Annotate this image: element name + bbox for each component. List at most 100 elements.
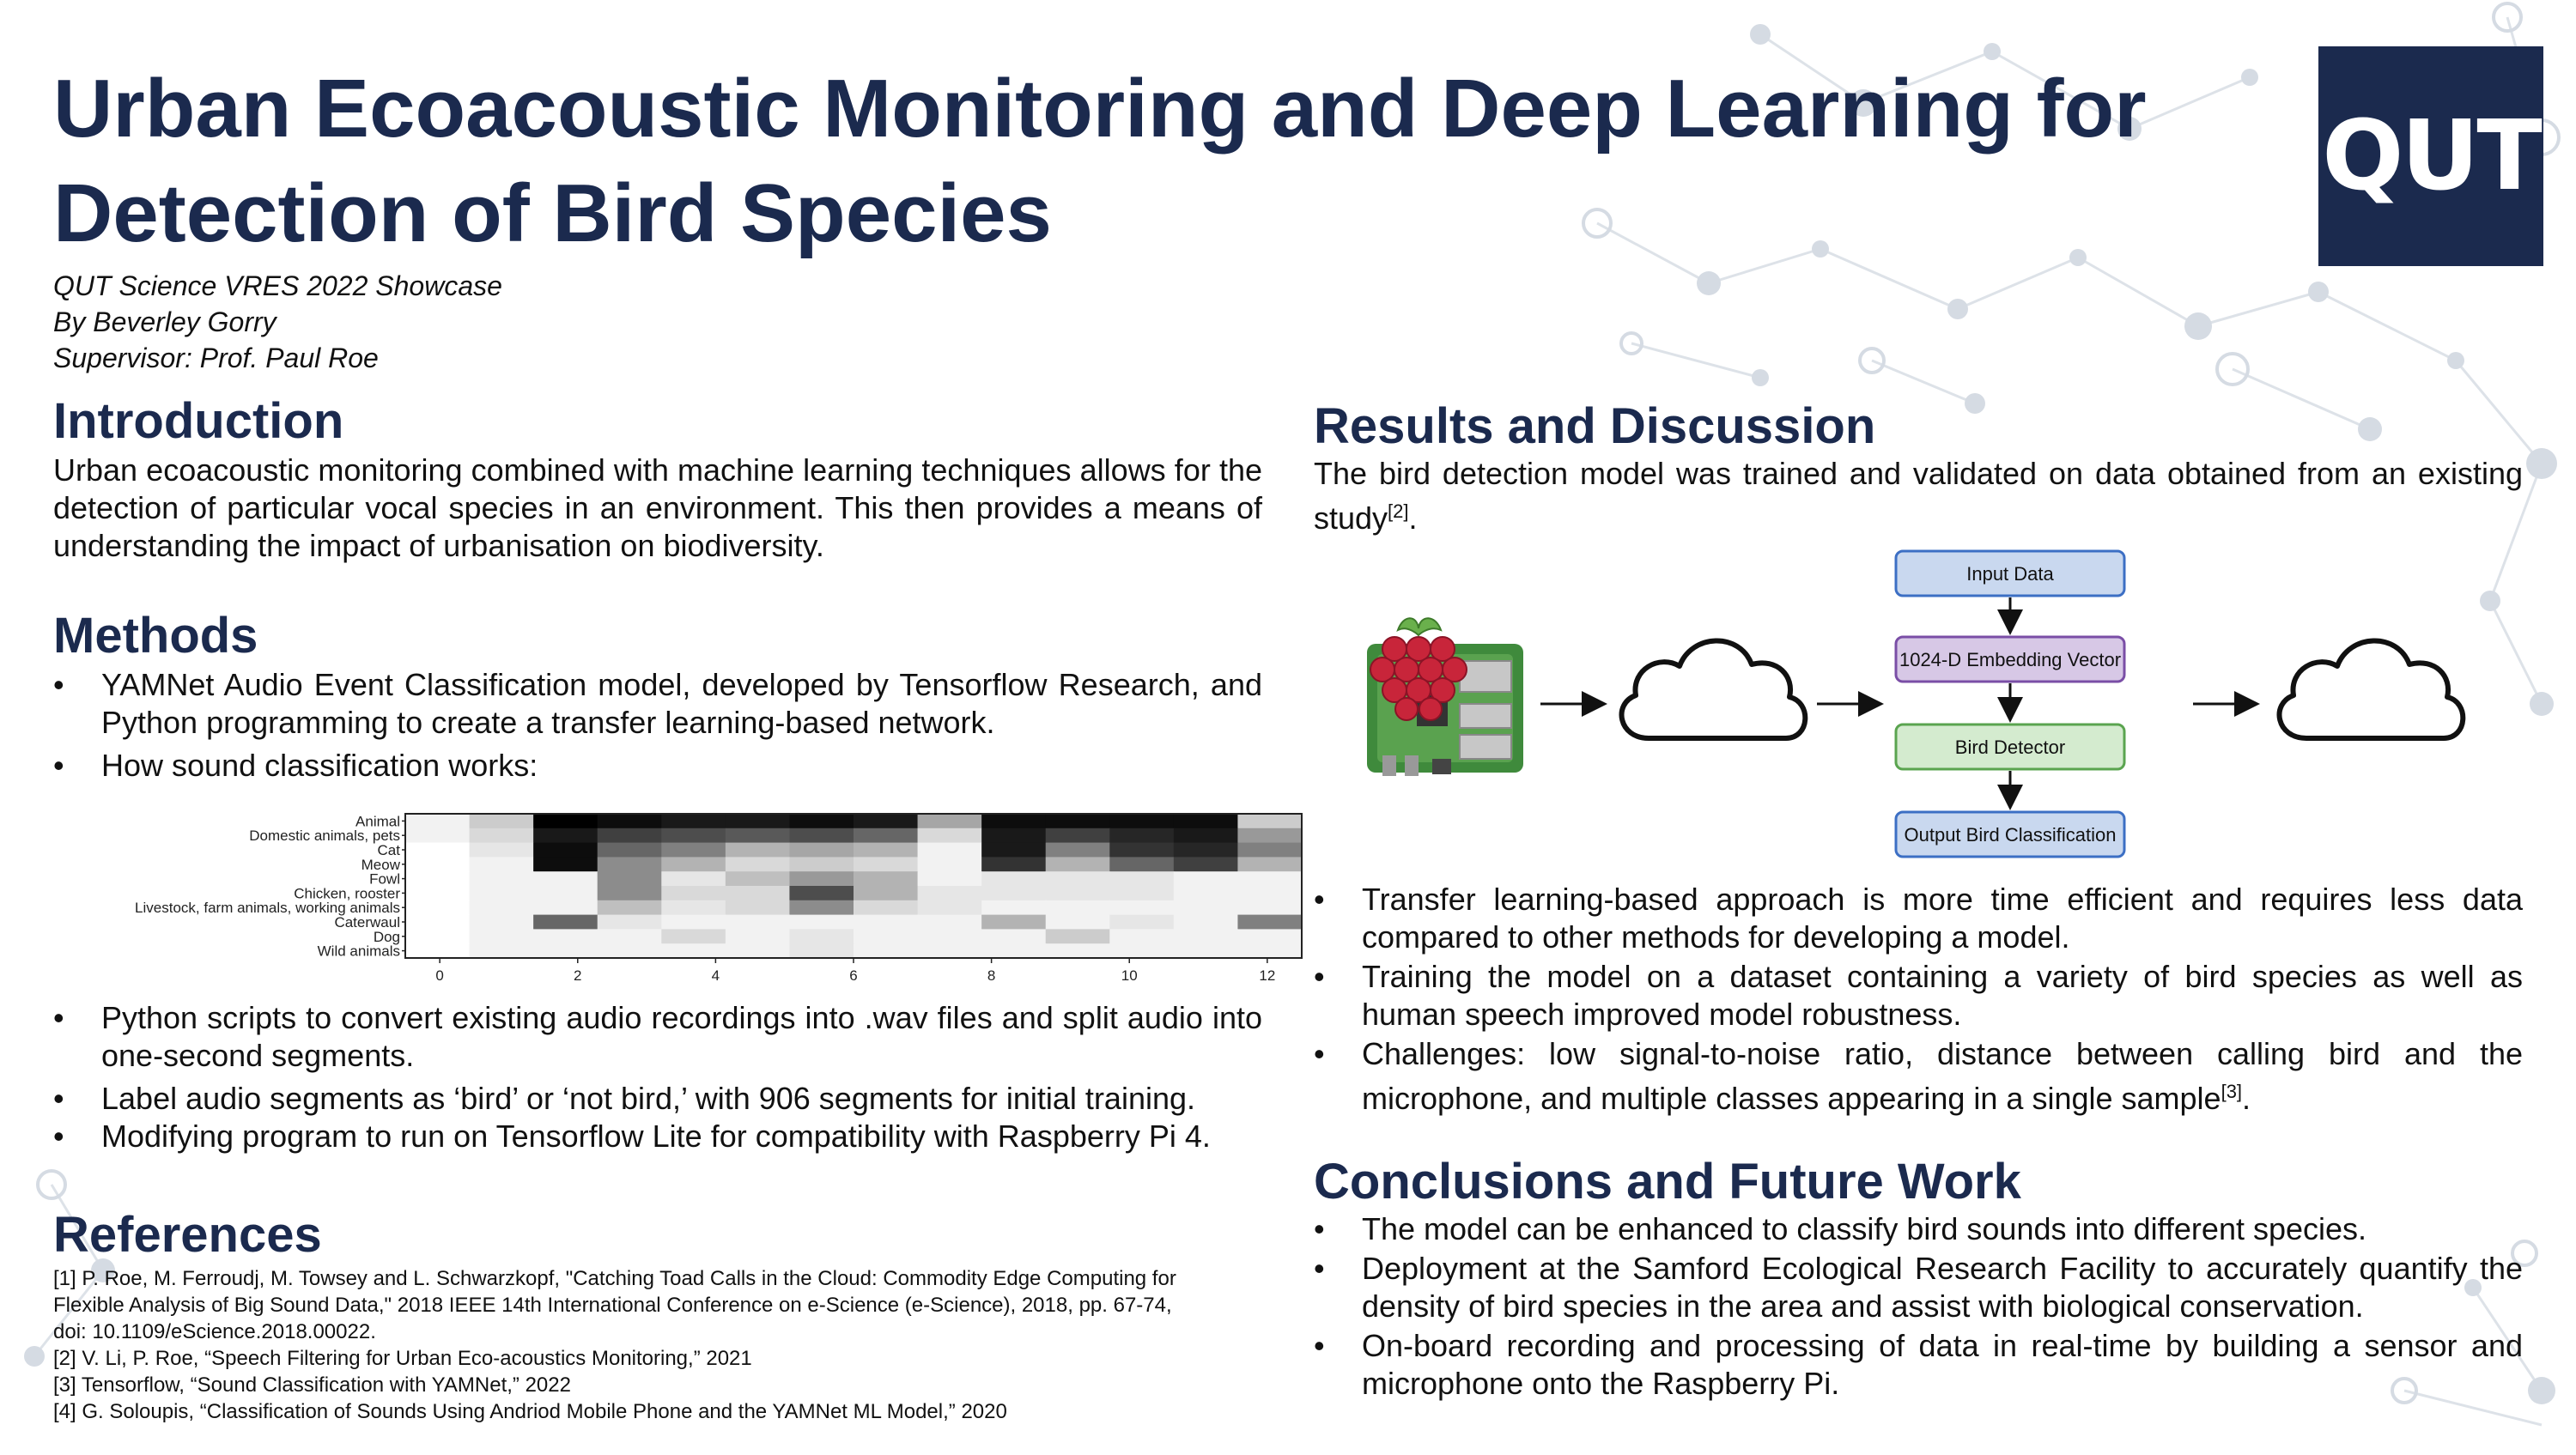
heatmap-cell bbox=[405, 828, 471, 844]
heatmap-cell bbox=[854, 871, 919, 887]
heatmap-cell bbox=[854, 828, 919, 844]
heatmap-cell bbox=[1173, 900, 1238, 916]
logo-text: QUT bbox=[2322, 100, 2543, 212]
heatmap-cell bbox=[405, 871, 471, 887]
heatmap-cell bbox=[981, 886, 1047, 901]
heatmap-cell bbox=[469, 929, 534, 944]
heatmap-cell bbox=[1109, 814, 1175, 829]
heatmap-cell bbox=[405, 814, 471, 829]
heatmap-cell bbox=[597, 871, 662, 887]
heatmap-cell bbox=[725, 842, 790, 858]
bullet-text: The model can be enhanced to classify bi… bbox=[1362, 1211, 2367, 1246]
heatmap-cell bbox=[1045, 828, 1110, 844]
heatmap-cell bbox=[1109, 914, 1175, 930]
poster-title: Urban Ecoacoustic Monitoring and Deep Le… bbox=[53, 63, 2147, 259]
bullet-dot: • bbox=[53, 667, 64, 702]
bullet-text: How sound classification works: bbox=[101, 748, 538, 783]
heatmap-cell bbox=[661, 943, 726, 959]
methods-section: Methods • YAMNet Audio Event Classificati… bbox=[53, 608, 1262, 785]
heatmap-cell bbox=[1173, 857, 1238, 872]
pipeline-diagram: Input Data 1024-D Embedding Vector Bird … bbox=[1357, 541, 2499, 867]
heatmap-cell bbox=[854, 814, 919, 829]
heatmap-cell bbox=[661, 814, 726, 829]
heatmap-cell bbox=[1173, 914, 1238, 930]
heatmap-cell bbox=[1237, 828, 1303, 844]
bullet-text: YAMNet Audio Event Classification model,… bbox=[101, 667, 1262, 740]
bullet-dot: • bbox=[53, 748, 64, 783]
heatmap-cell bbox=[533, 857, 598, 872]
heatmap-cell bbox=[661, 929, 726, 944]
heatmap-cell bbox=[1237, 914, 1303, 930]
references-heading: References bbox=[53, 1207, 322, 1263]
author-line: By Beverley Gorry bbox=[53, 306, 276, 337]
heatmap-cell bbox=[789, 914, 854, 930]
heatmap-cell bbox=[789, 900, 854, 916]
heatmap-cell bbox=[917, 857, 982, 872]
list-item: • YAMNet Audio Event Classification model… bbox=[53, 666, 1262, 742]
bullet-text: Deployment at the Samford Ecological Res… bbox=[1362, 1251, 2523, 1324]
heatmap-cell bbox=[789, 857, 854, 872]
methods-bullets-top: • YAMNet Audio Event Classification model… bbox=[53, 666, 1262, 785]
heatmap-cell bbox=[789, 943, 854, 959]
results-intro-end: . bbox=[1408, 500, 1418, 536]
list-item: •Label audio segments as ‘bird’ or ‘not … bbox=[53, 1080, 1262, 1118]
heatmap-cell bbox=[981, 929, 1047, 944]
heatmap-cell bbox=[917, 914, 982, 930]
heatmap-cell bbox=[597, 900, 662, 916]
pipeline-box-label: 1024-D Embedding Vector bbox=[1899, 649, 2121, 670]
heatmap-x-tick-label: 12 bbox=[1259, 967, 1275, 984]
heatmap-cell bbox=[405, 914, 471, 930]
heatmap-cell bbox=[405, 900, 471, 916]
heatmap-cell bbox=[981, 914, 1047, 930]
heatmap-cell bbox=[1045, 914, 1110, 930]
list-item: • Deployment at the Samford Ecological Re… bbox=[1314, 1250, 2523, 1325]
heatmap-row-label: Dog bbox=[374, 929, 400, 945]
heatmap-cell bbox=[981, 828, 1047, 844]
heatmap-cell bbox=[469, 871, 534, 887]
heatmap-cell bbox=[661, 828, 726, 844]
heatmap-cell bbox=[533, 842, 598, 858]
pipeline-box bbox=[1894, 549, 2126, 597]
heatmap-cell bbox=[533, 814, 598, 829]
heatmap-cell bbox=[1109, 857, 1175, 872]
heatmap-cell bbox=[1237, 929, 1303, 944]
heatmap-cell bbox=[405, 929, 471, 944]
heatmap-cell bbox=[789, 871, 854, 887]
heatmap-cell bbox=[469, 842, 534, 858]
heatmap-cell bbox=[469, 914, 534, 930]
bullet-dot: • bbox=[1314, 1251, 1325, 1286]
conclusions-section: Conclusions and Future Work •The model c… bbox=[1314, 1154, 2523, 1403]
reference-line: [3] Tensorflow, “Sound Classification wi… bbox=[53, 1373, 571, 1397]
heatmap-cell bbox=[533, 900, 598, 916]
heatmap-row-label: Animal bbox=[355, 813, 400, 829]
bullet-text: On-board recording and processing of dat… bbox=[1362, 1328, 2523, 1401]
methods-heading: Methods bbox=[53, 608, 258, 664]
list-item: •On-board recording and processing of da… bbox=[1314, 1327, 2523, 1403]
list-item: •Challenges: low signal-to-noise ratio, … bbox=[1314, 1035, 2523, 1118]
list-item: •Python scripts to convert existing audi… bbox=[53, 999, 1262, 1075]
heatmap-cell bbox=[725, 886, 790, 901]
heatmap-cell bbox=[661, 914, 726, 930]
heatmap-cell bbox=[1173, 828, 1238, 844]
heatmap-cell bbox=[725, 871, 790, 887]
heatmap-cell bbox=[1237, 943, 1303, 959]
heatmap-x-tick-label: 0 bbox=[435, 967, 443, 984]
heatmap-cell bbox=[981, 857, 1047, 872]
heatmap-row-label: Livestock, farm animals, working animals bbox=[135, 900, 400, 916]
references-list: [1] P. Roe, M. Ferroudj, M. Towsey and L… bbox=[53, 1265, 1281, 1425]
heatmap-cell bbox=[1045, 886, 1110, 901]
heatmap-cell bbox=[1237, 842, 1303, 858]
introduction-heading: Introduction bbox=[53, 393, 344, 449]
heatmap-cell bbox=[917, 900, 982, 916]
heatmap-cell bbox=[854, 842, 919, 858]
heatmap-cell bbox=[1237, 886, 1303, 901]
methods-bottom: •Python scripts to convert existing audi… bbox=[53, 999, 1262, 1155]
heatmap-cell bbox=[725, 828, 790, 844]
heatmap-cell bbox=[1173, 886, 1238, 901]
bullet-dot: • bbox=[1314, 1211, 1325, 1246]
cloud-icon bbox=[1619, 638, 1808, 741]
heatmap-cell bbox=[1045, 857, 1110, 872]
heatmap-cell bbox=[661, 886, 726, 901]
